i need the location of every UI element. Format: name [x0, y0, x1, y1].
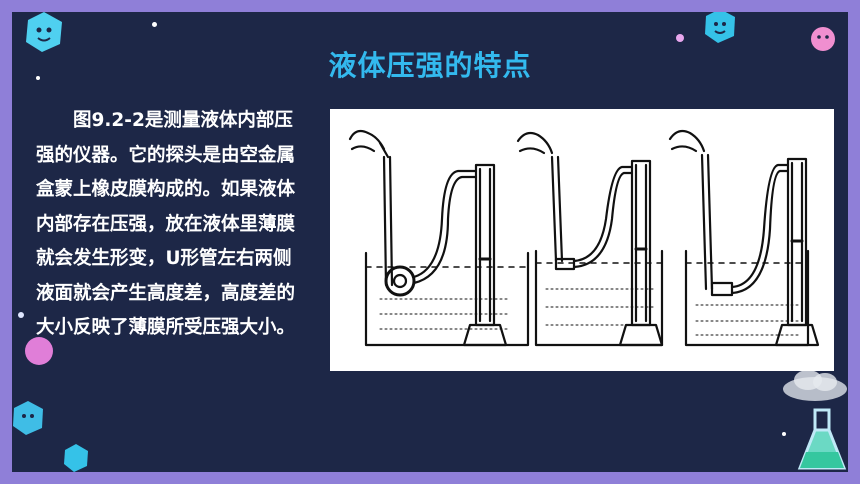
manometer-panel-1: [348, 129, 530, 347]
page-title: 液体压强的特点: [328, 49, 532, 82]
virus-blob-icon: [25, 337, 53, 365]
star-icon: [18, 312, 24, 318]
star-icon: [36, 76, 40, 80]
cloud-icon: [783, 370, 847, 401]
manometer-panel-2: [516, 131, 664, 347]
virus-blob-icon: [811, 27, 835, 51]
flask-icon: [797, 408, 847, 470]
u-tube-manometer-illustration: [348, 129, 820, 347]
star-icon: [782, 432, 786, 436]
virus-blob-icon: [64, 444, 88, 472]
virus-blob-icon: [705, 12, 735, 43]
pressure-gauge-figure: [330, 109, 834, 371]
star-icon: [152, 22, 157, 27]
virus-blob-icon: [13, 401, 43, 435]
slide: 液体压强的特点 图9.2-2是测量液体内部压强的仪器。它的探头是由空金属盒蒙上橡…: [12, 12, 848, 472]
virus-blob-icon: [26, 12, 62, 52]
star-icon: [676, 34, 684, 42]
manometer-panel-3: [668, 129, 820, 347]
description-text: 图9.2-2是测量液体内部压强的仪器。它的探头是由空金属盒蒙上橡皮膜构成的。如果…: [36, 110, 296, 338]
